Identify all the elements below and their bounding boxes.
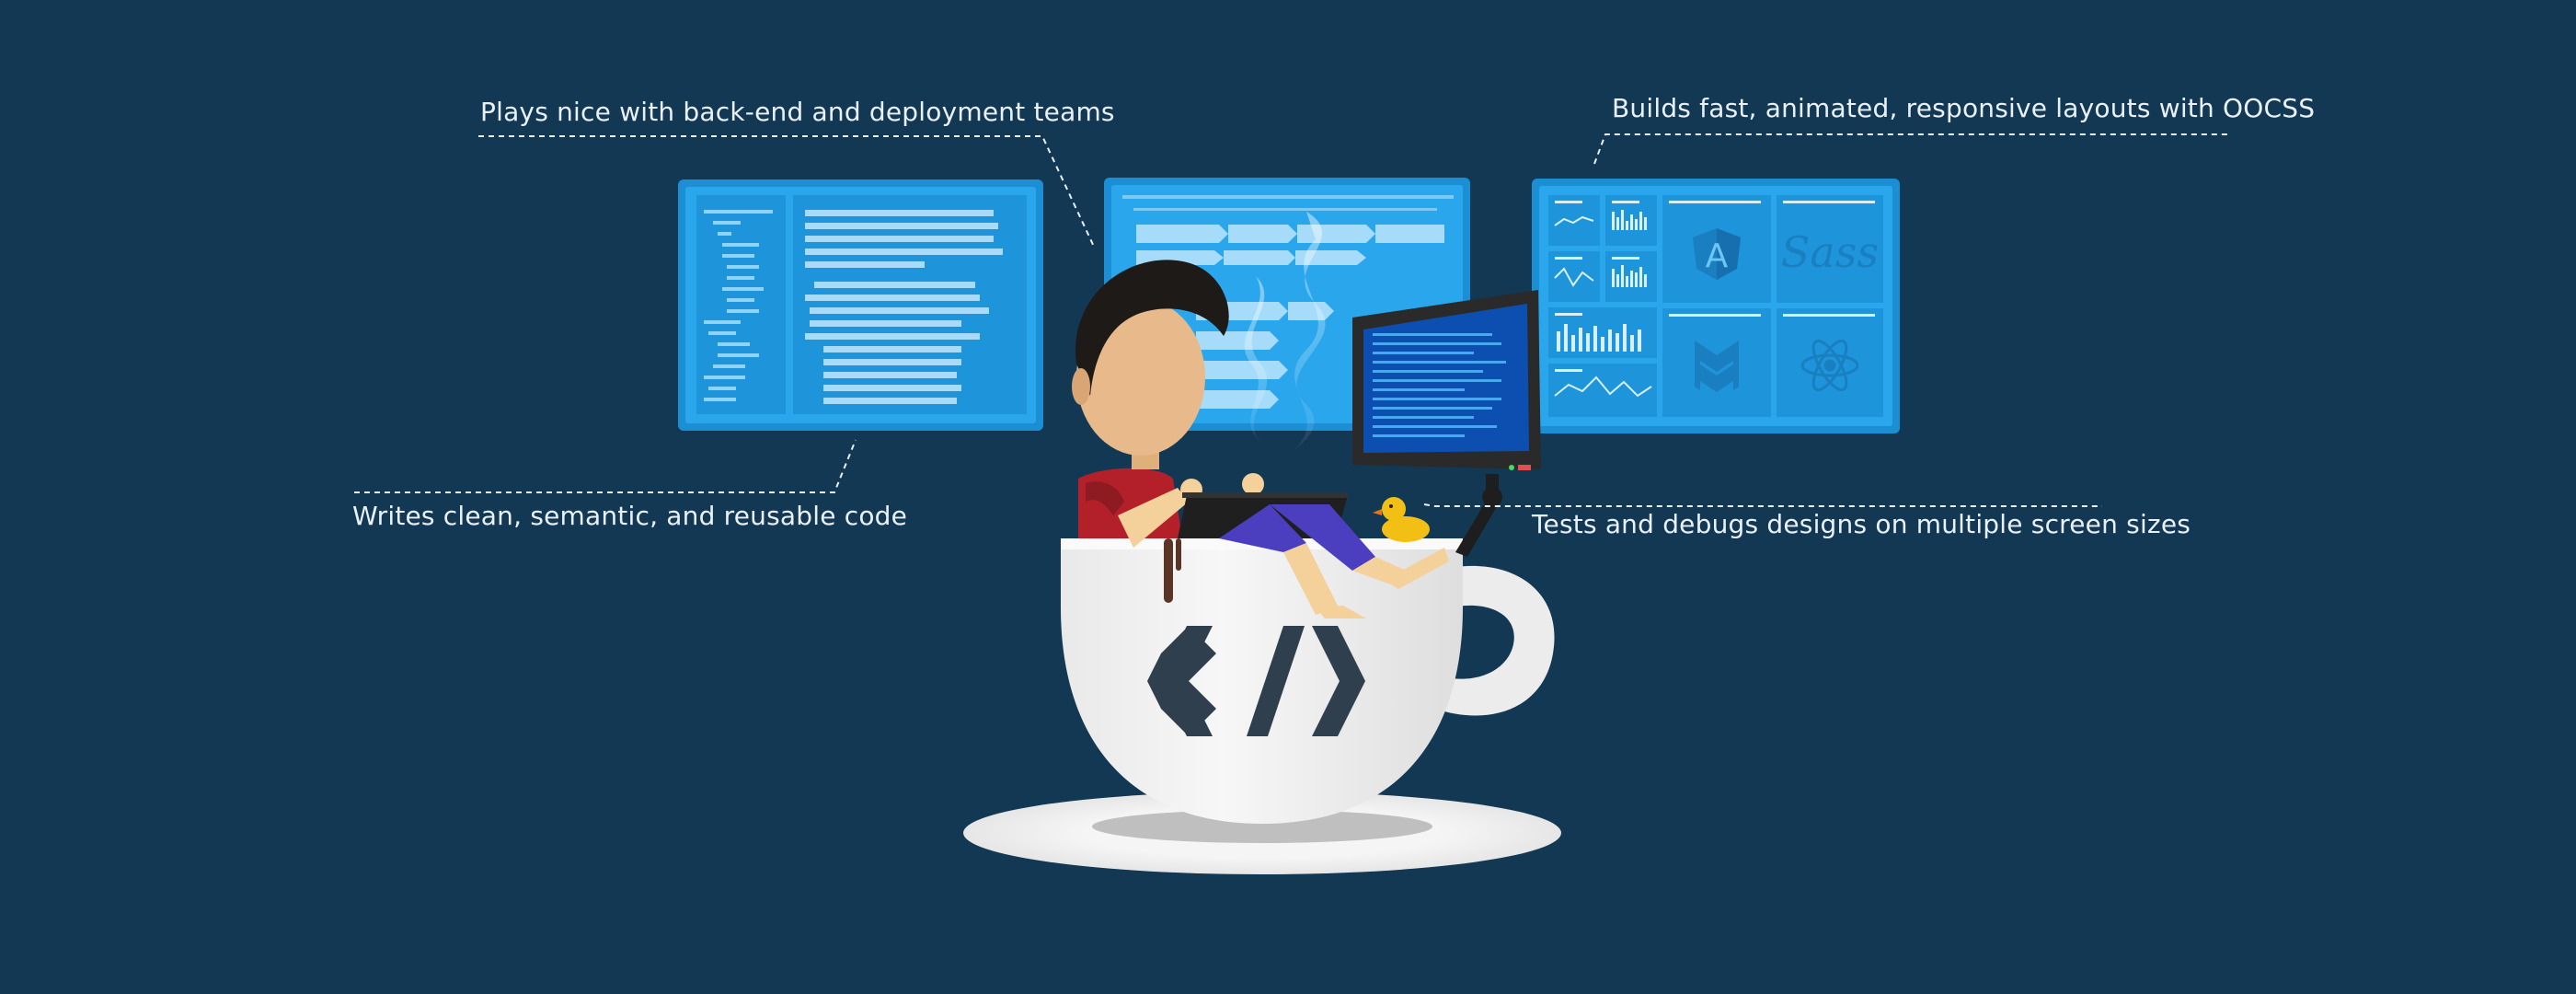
caption-bottom-right: Tests and debugs designs on multiple scr… (1532, 509, 2191, 539)
steam-swirl (1244, 276, 1268, 442)
developer-head (1076, 299, 1205, 456)
angular-logo-icon: A (1693, 228, 1741, 280)
caption-top-left: Plays nice with back-end and deployment … (480, 97, 1115, 127)
coffee-cup (963, 538, 1561, 874)
right-panel-mini-charts (1554, 215, 1652, 398)
backbone-logo-icon (1695, 341, 1739, 392)
developer-figure (1072, 260, 1449, 618)
caption-leader-lines (354, 133, 2229, 507)
left-panel-text-lines (805, 210, 1003, 404)
cup-handle (1435, 565, 1555, 716)
react-logo-icon (1800, 339, 1859, 392)
middle-panel-arrows (1136, 225, 1444, 409)
sass-logo-icon: Sass (1781, 227, 1879, 277)
caption-bottom-left: Writes clean, semantic, and reusable cod… (352, 501, 908, 531)
svg-text:A: A (1706, 237, 1729, 275)
caption-top-right: Builds fast, animated, responsive layout… (1612, 93, 2316, 123)
left-panel-code-lines (704, 210, 773, 401)
right-screen-panel: A Sass (1532, 179, 1900, 433)
code-brackets-icon (1147, 626, 1365, 736)
left-screen-panel (678, 179, 1043, 431)
steam-swirl (1293, 212, 1326, 451)
desktop-monitor (1352, 290, 1541, 557)
rubber-duck-icon (1373, 497, 1430, 542)
